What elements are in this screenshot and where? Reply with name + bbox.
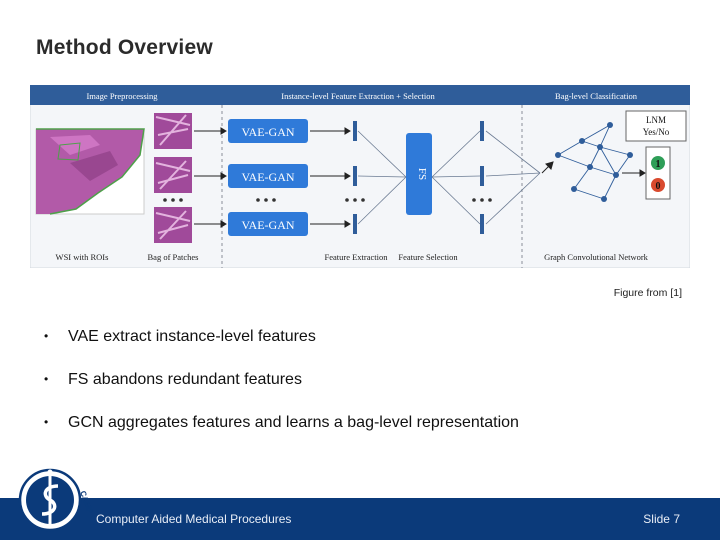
label-feature-selection: Feature Selection — [398, 252, 458, 262]
label-feature-extraction: Feature Extraction — [324, 252, 388, 262]
slide-title: Method Overview — [36, 36, 213, 59]
feature-bars-left — [353, 121, 357, 234]
svg-text:VAE-GAN: VAE-GAN — [241, 218, 294, 232]
label-wsi-with-rois: WSI with ROIs — [56, 252, 109, 262]
lines-to-fs — [357, 130, 407, 225]
footer-bar — [0, 498, 720, 540]
camp-logo-icon: CAMP — [18, 468, 94, 532]
bullet-item: •GCN aggregates features and learns a ba… — [44, 412, 564, 434]
svg-text:VAE-GAN: VAE-GAN — [241, 125, 294, 139]
bullet-list: •VAE extract instance-level features •FS… — [44, 326, 564, 455]
lines-from-fs — [431, 130, 481, 225]
bullet-item: •FS abandons redundant features — [44, 369, 564, 391]
bullet-dot-icon: • — [44, 329, 49, 343]
feature-bars-right — [480, 121, 484, 234]
class-0-label: 0 — [656, 181, 661, 192]
feature-dots-left — [345, 198, 365, 202]
bullet-dot-icon: • — [44, 415, 49, 429]
svg-text:VAE-GAN: VAE-GAN — [241, 170, 294, 184]
slide-number: Slide 7 — [643, 512, 680, 526]
vae-gan-block-1: VAE-GAN — [228, 119, 308, 143]
header-feature-extraction-selection: Instance-level Feature Extraction + Sele… — [281, 91, 435, 101]
output-classes: 1 0 — [645, 146, 671, 200]
vae-dots — [256, 198, 276, 202]
footer-institution: Computer Aided Medical Procedures — [96, 512, 292, 526]
figure-caption: Figure from [1] — [613, 287, 682, 299]
output-title-lnm: LNM — [646, 115, 666, 125]
bullet-dot-icon: • — [44, 372, 49, 386]
feature-dots-right — [472, 198, 492, 202]
header-image-preprocessing: Image Preprocessing — [86, 91, 158, 101]
output-title-yes-no: Yes/No — [643, 127, 670, 137]
gcn-input-arrow — [541, 161, 554, 174]
method-diagram-svg: Image Preprocessing Instance-level Featu… — [30, 85, 690, 268]
vae-gan-block-3: VAE-GAN — [228, 212, 308, 236]
vae-gan-block-2: VAE-GAN — [228, 164, 308, 188]
patch-stack — [154, 113, 192, 243]
vae-to-feature-arrows — [310, 127, 351, 228]
diagram-header-bar — [30, 85, 690, 105]
wsi-image — [35, 128, 145, 215]
method-diagram: Image Preprocessing Instance-level Featu… — [30, 85, 690, 268]
fs-block: FS — [406, 133, 432, 215]
label-bag-of-patches: Bag of Patches — [148, 252, 199, 262]
output-lnm-box: LNM Yes/No — [625, 110, 687, 142]
patch-to-vae-arrows — [194, 127, 227, 228]
svg-text:FS: FS — [416, 168, 428, 180]
gcn-graph — [555, 122, 633, 202]
label-graph-convolutional-network: Graph Convolutional Network — [544, 252, 649, 262]
gcn-output-arrow — [622, 169, 646, 177]
lines-to-gcn — [485, 130, 541, 225]
header-bag-level-classification: Bag-level Classification — [555, 91, 638, 101]
class-1-label: 1 — [656, 159, 661, 170]
bullet-item: •VAE extract instance-level features — [44, 326, 564, 348]
